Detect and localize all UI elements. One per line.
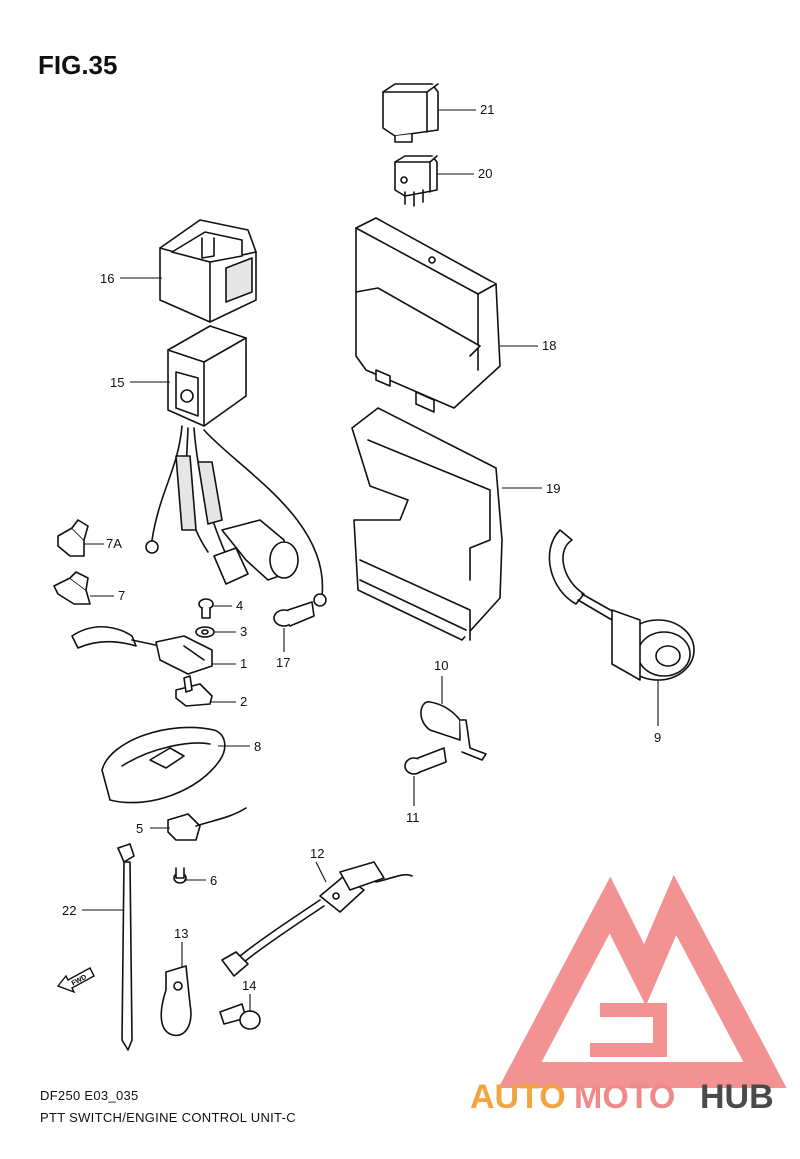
callout-6: 6	[210, 873, 217, 888]
leader-lines	[82, 109, 659, 1012]
part-14-bolt	[219, 1003, 261, 1030]
figure-caption: PTT SWITCH/ENGINE CONTROL UNIT-C	[40, 1110, 296, 1125]
callout-9: 9	[654, 730, 661, 745]
watermark-hub: HUB	[700, 1078, 774, 1116]
fwd-arrow-icon: FWD	[56, 967, 95, 994]
part-7a-clip	[57, 519, 89, 557]
callout-7: 7	[118, 588, 125, 603]
callout-4: 4	[236, 598, 243, 613]
callout-5: 5	[136, 821, 143, 836]
part-3-washer	[195, 626, 215, 638]
part-9-switch	[548, 529, 695, 681]
part-15-harness-unit	[145, 325, 327, 607]
callout-22: 22	[62, 903, 76, 918]
part-12-harness	[221, 861, 413, 977]
callout-16: 16	[100, 271, 114, 286]
callout-18: 18	[542, 338, 556, 353]
callout-15: 15	[110, 375, 124, 390]
callout-20: 20	[478, 166, 492, 181]
callout-8: 8	[254, 739, 261, 754]
watermark-logo	[498, 874, 787, 1088]
callout-labels: 21 20 16 18 15 19 7A 7 4 3 1 17 2 10 9 8…	[62, 102, 661, 993]
part-18-engine-control-unit	[355, 217, 501, 413]
part-19-ecu-cover	[351, 407, 503, 641]
callout-2: 2	[240, 694, 247, 709]
part-10-clamp	[420, 701, 487, 761]
part-11-bolt	[404, 747, 447, 775]
part-22-cable-tie	[117, 843, 135, 1051]
watermark-auto: AUTO	[470, 1078, 566, 1116]
callout-21: 21	[480, 102, 494, 117]
part-13-clamp	[160, 965, 192, 1037]
part-6-screw	[173, 867, 187, 884]
part-5-sensor	[167, 807, 247, 841]
callout-17: 17	[276, 655, 290, 670]
figure-code: DF250 E03_035	[40, 1088, 139, 1103]
watermark-text: AUTO MOTO HUB	[470, 1078, 774, 1116]
callout-13: 13	[174, 926, 188, 941]
callout-1: 1	[240, 656, 247, 671]
callout-19: 19	[546, 481, 560, 496]
fwd-label: FWD	[71, 974, 88, 988]
part-21-relay-cover	[382, 83, 439, 143]
callout-14: 14	[242, 978, 256, 993]
part-17-bolt	[273, 601, 315, 627]
part-16-cover	[159, 219, 257, 323]
part-8-holder	[101, 726, 226, 804]
part-1-ptt-switch	[71, 625, 213, 675]
callout-12: 12	[310, 846, 324, 861]
part-7-clip	[53, 571, 91, 605]
watermark-moto: MOTO	[574, 1078, 675, 1116]
callout-10: 10	[434, 658, 448, 673]
callout-7a: 7A	[106, 536, 122, 551]
part-20-relay	[394, 155, 438, 207]
part-2-magnet	[175, 675, 213, 707]
figure-title: FIG.35	[38, 50, 118, 80]
callout-11: 11	[406, 810, 420, 825]
callout-3: 3	[240, 624, 247, 639]
part-4-screw	[198, 598, 214, 619]
